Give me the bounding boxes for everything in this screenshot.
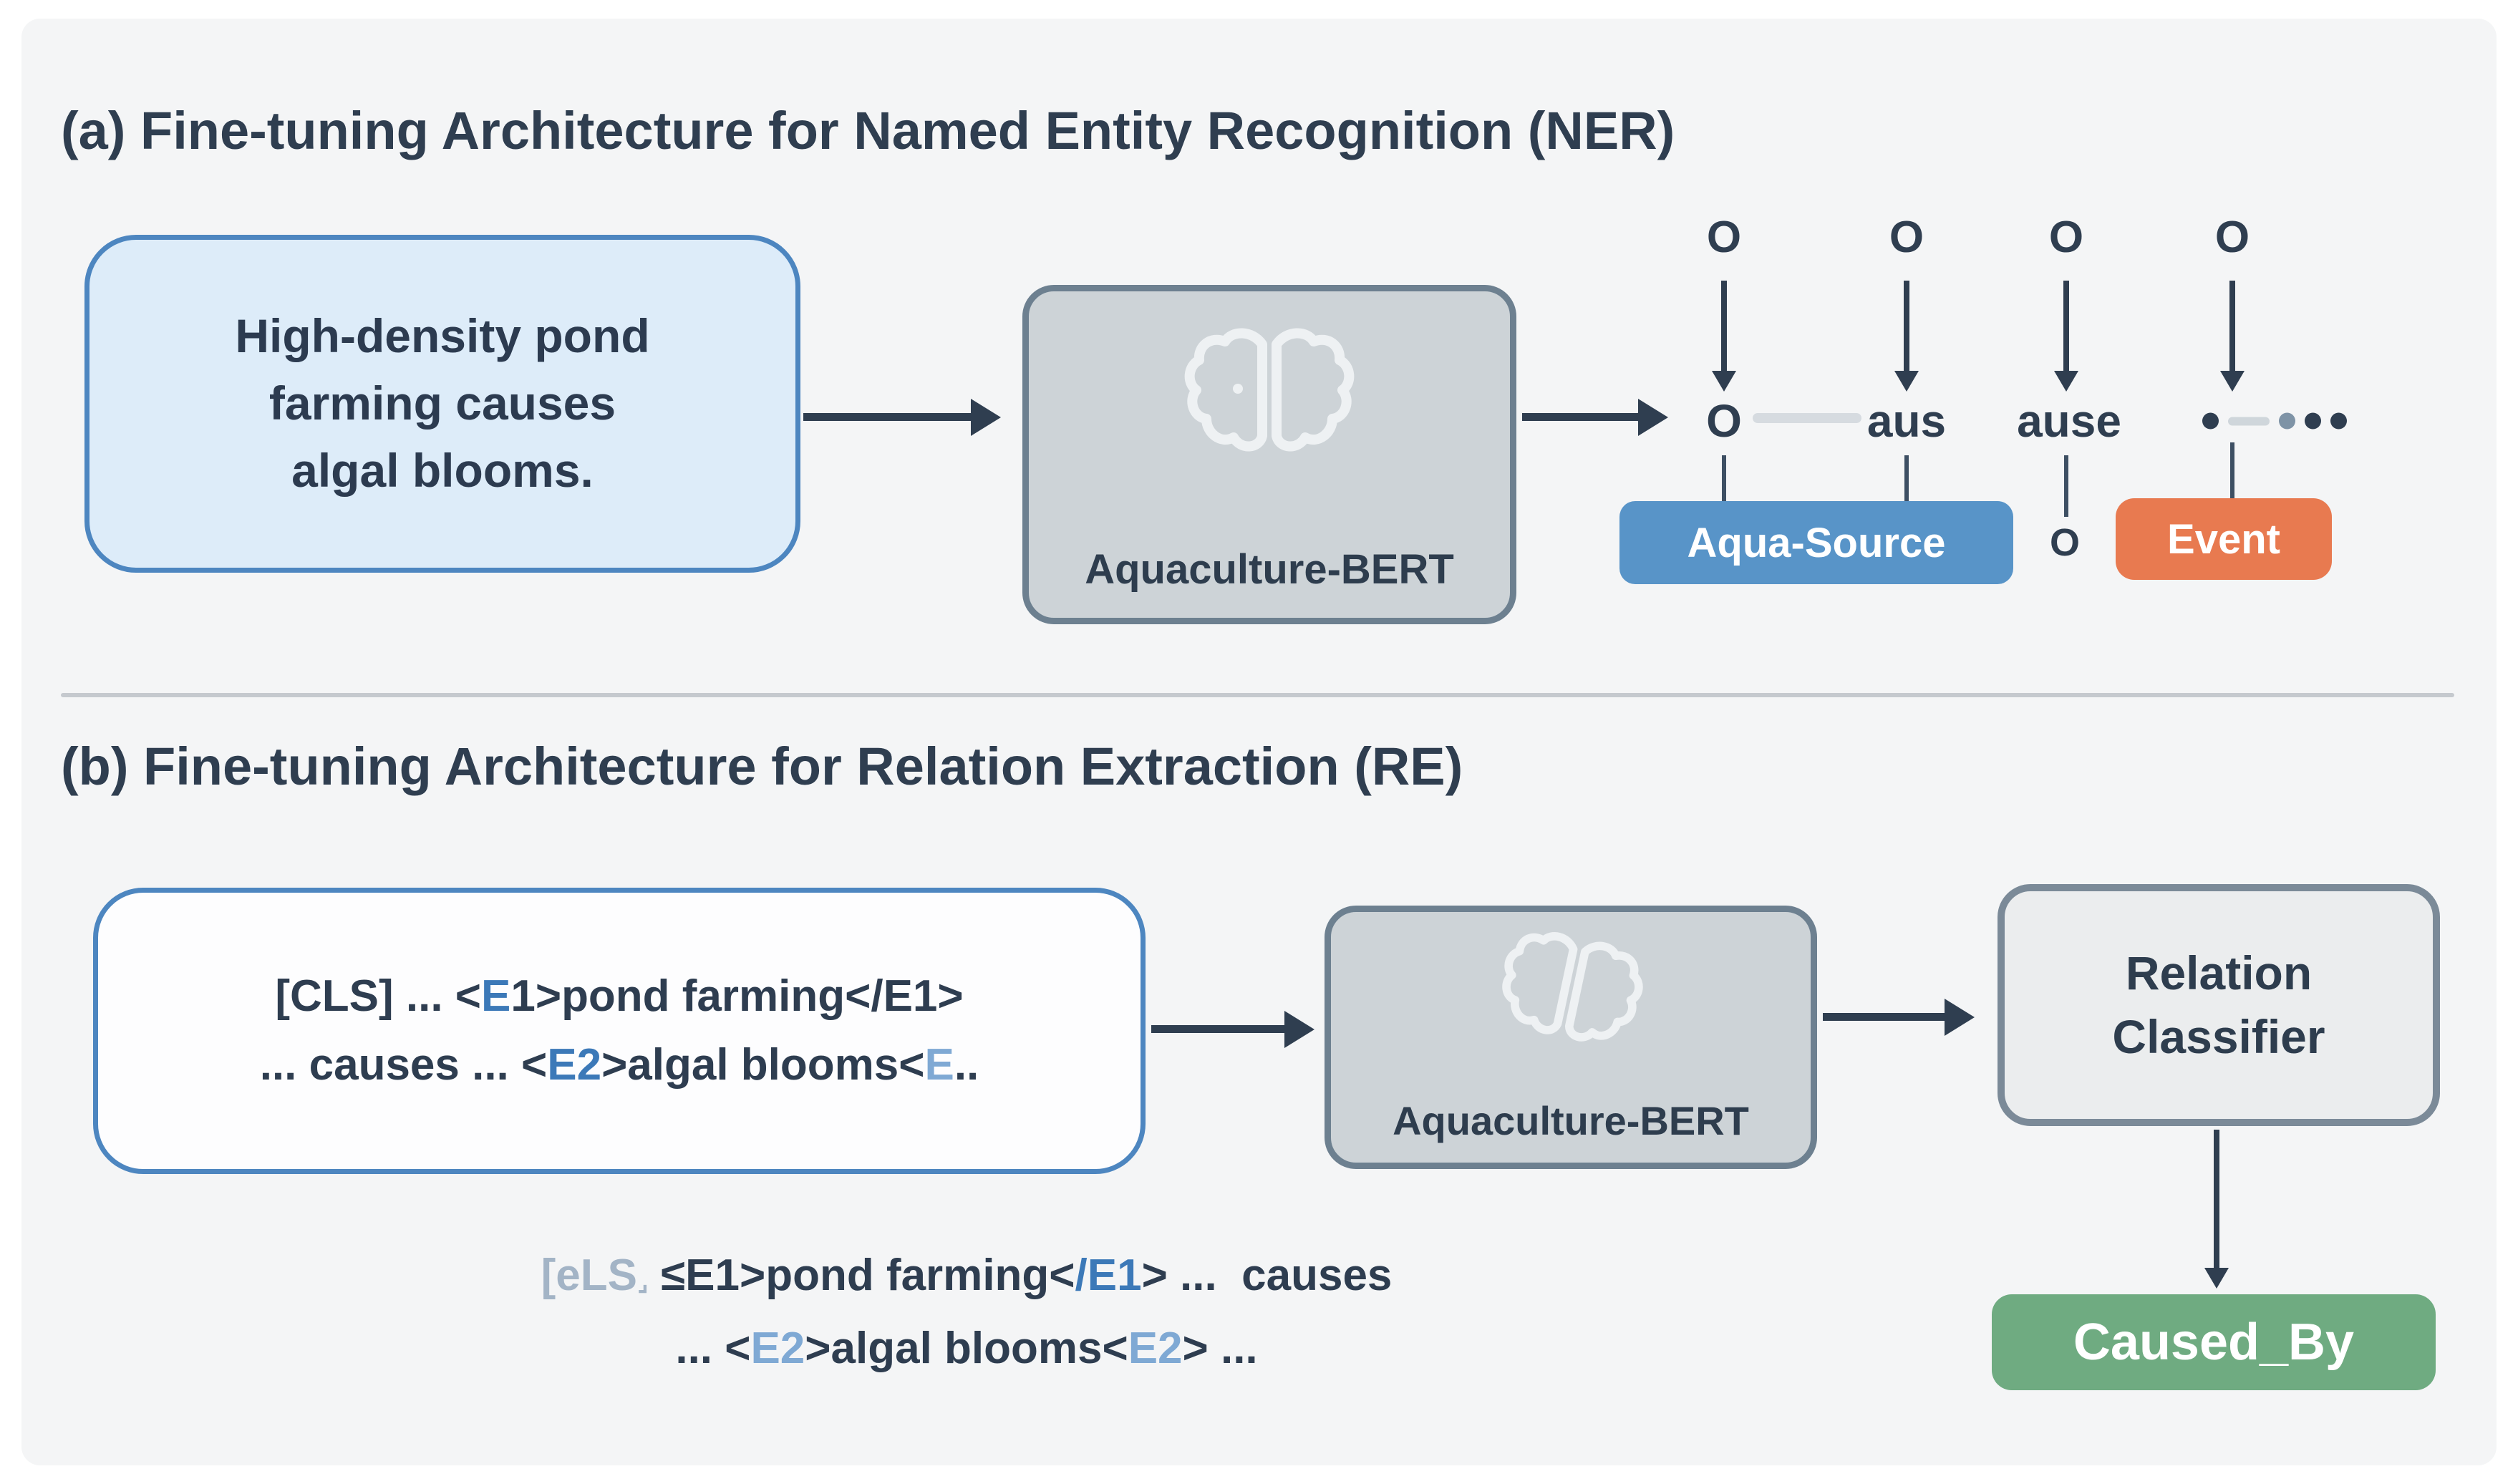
tagged-sequence-annotation: [eLS⌟ ≤E1>pond farming</E1> ... causes .…: [179, 1251, 1754, 1373]
text-segment: /E1: [1075, 1251, 1142, 1300]
input-sentence-box: High-density pond farming causes algal b…: [84, 235, 800, 573]
tagged-input-line: [CLS] ... <E1>pond farming</E1>: [275, 971, 964, 1021]
text-segment: > ...: [1182, 1324, 1258, 1374]
o-tag-label: O: [2049, 521, 2081, 564]
text-segment: E2: [1128, 1324, 1183, 1374]
dot: [2279, 412, 2295, 430]
text-segment: ... causes ... <: [259, 1040, 548, 1090]
dot: [2305, 412, 2321, 430]
relation-result-badge: Caused_By: [1992, 1294, 2436, 1390]
text-segment: E: [924, 1040, 954, 1090]
bert-label: Aquaculture-BERT: [1085, 546, 1454, 593]
brain-icon: [1502, 932, 1643, 1042]
token-badge-connector: [2230, 442, 2234, 501]
aquaculture-bert-box-b: Aquaculture-BERT: [1325, 906, 1817, 1169]
dot: [2202, 412, 2219, 430]
token-badge-connector: [2064, 455, 2068, 517]
text-segment: 1>pond farming</E1>: [510, 971, 964, 1021]
tagged-sequence-line: ... <E2>algal blooms<E2> ...: [179, 1324, 1754, 1373]
ner-tag: O: [2048, 213, 2084, 262]
section-a-title: (a) Fine-tuning Architecture for Named E…: [61, 101, 1675, 160]
token-badge-connector: [1904, 455, 1909, 504]
section-b-title: (b) Fine-tuning Architecture for Relatio…: [61, 737, 1463, 796]
dash: [2228, 417, 2270, 425]
brain-icon: [1184, 328, 1355, 452]
ner-tag: O: [1706, 213, 1742, 262]
text-segment: > ... causes: [1141, 1251, 1393, 1300]
token-text: ause: [2017, 395, 2121, 447]
tagged-sequence-line: [eLS⌟ ≤E1>pond farming</E1> ... causes: [179, 1251, 1754, 1300]
ellipsis-dots: [2202, 412, 2347, 430]
relation-classifier-box: Relation Classifier: [1998, 884, 2440, 1126]
token-text: aus: [1866, 395, 1947, 447]
dot: [2330, 412, 2347, 430]
arrow-input-to-bert-b: [1151, 1025, 1286, 1033]
section-divider: [61, 693, 2454, 697]
input-sentence-line: algal blooms.: [291, 443, 594, 497]
text-segment: E: [481, 971, 511, 1021]
arrow-classifier-to-relation: [2214, 1130, 2219, 1269]
arrow-tag-to-token: [2063, 281, 2069, 372]
aquaculture-bert-box-a: Aquaculture-BERT: [1022, 285, 1516, 624]
arrow-bert-to-tokens-a: [1522, 413, 1640, 421]
token-connector-bar: [1753, 413, 1861, 423]
text-segment: [eLS: [541, 1251, 637, 1300]
text-segment: ... <: [675, 1324, 751, 1374]
arrow-tag-to-token: [2229, 281, 2235, 372]
text-segment: ⌟: [636, 1269, 649, 1296]
text-segment: E2: [750, 1324, 805, 1374]
event-entity-badge: Event: [2116, 498, 2332, 580]
ner-tag: O: [2214, 213, 2250, 262]
text-segment: ≤E1>pond farming<: [648, 1251, 1075, 1300]
token-badge-connector: [1722, 455, 1726, 504]
bert-label: Aquaculture-BERT: [1393, 1098, 1749, 1143]
text-segment: ..: [954, 1040, 979, 1090]
arrow-input-to-bert-a: [803, 413, 972, 421]
arrow-tag-to-token: [1721, 281, 1727, 372]
tagged-input-line: ... causes ... <E2>algal blooms<E..: [259, 1040, 979, 1090]
input-sentence-line: farming causes: [268, 377, 616, 430]
text-segment: >algal blooms<: [805, 1324, 1128, 1374]
arrow-tag-to-token: [1904, 281, 1909, 372]
relation-classifier-label: Classifier: [2112, 1010, 2325, 1063]
input-sentence-line: High-density pond: [235, 309, 650, 363]
text-segment: [CLS] ... <: [275, 971, 482, 1021]
ner-tag: O: [1889, 213, 1924, 262]
tagged-input-box: [CLS] ... <E1>pond farming</E1> ... caus…: [93, 888, 1146, 1174]
text-segment: E2: [547, 1040, 602, 1090]
text-segment: >algal blooms<: [601, 1040, 925, 1090]
arrow-bert-to-classifier: [1823, 1013, 1946, 1021]
token-text: O: [1706, 395, 1742, 447]
relation-classifier-label: Relation: [2125, 946, 2313, 999]
aqua-source-entity-badge: Aqua-Source: [1619, 501, 2013, 584]
